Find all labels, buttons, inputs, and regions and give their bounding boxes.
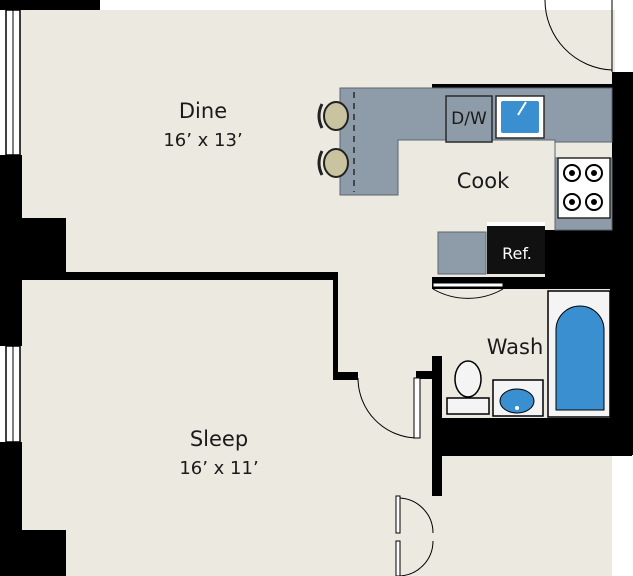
sink-icon [495, 95, 545, 139]
side-counter [437, 231, 487, 275]
exterior-wall-right-bottom [612, 455, 633, 576]
exterior-wall-left-mid [0, 218, 66, 276]
bath-wall-left [432, 356, 442, 456]
door-swing-icon [432, 282, 504, 299]
stove-icon [557, 157, 611, 219]
exterior-wall-left-bottom [0, 530, 66, 576]
room-dims-dine: 16’ x 13’ [163, 130, 242, 151]
window-icon [5, 9, 21, 156]
exterior-wall-right-kitchen-lower [545, 230, 633, 285]
bath-wall-bottom [432, 418, 632, 456]
exterior-wall-left-upper [0, 155, 22, 218]
room-name-sleep: Sleep [190, 427, 248, 451]
dishwasher-label: D/W [451, 109, 487, 129]
stool-icon [317, 148, 349, 178]
exterior-wall-right-bath [610, 285, 633, 455]
window-icon [5, 345, 21, 443]
sink-icon [492, 379, 544, 417]
exterior-wall-left-lower [0, 442, 22, 532]
room-name-cook: Cook [457, 169, 510, 193]
refrigerator [487, 222, 545, 274]
dishwasher [445, 95, 493, 143]
refrigerator-frame [487, 222, 545, 226]
exterior-wall-right-upper [612, 72, 633, 272]
room-dims-sleep: 16’ x 11’ [179, 458, 258, 479]
door-swing-icon [395, 495, 434, 576]
bath-wall-left-lower [432, 456, 442, 496]
stool-icon [317, 101, 349, 131]
room-name-dine: Dine [179, 99, 227, 123]
door-swing-icon [357, 377, 421, 439]
toilet-icon [446, 360, 490, 415]
refrigerator-label: Ref. [502, 244, 532, 263]
room-name-wash: Wash [487, 335, 544, 359]
door-swing-icon [544, 0, 613, 72]
exterior-wall-left-top [0, 0, 100, 10]
bath-wall-stub [416, 371, 438, 379]
exterior-wall-left-mid2 [0, 276, 22, 346]
bathtub-icon [547, 290, 611, 418]
